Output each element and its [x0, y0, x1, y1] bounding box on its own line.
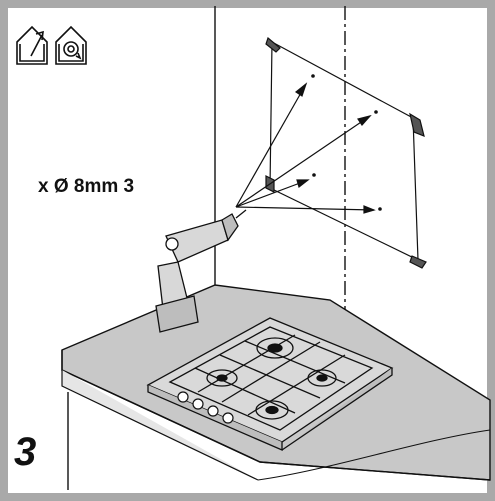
drill-instruction-label: x Ø 8mm 3: [38, 176, 135, 197]
worktop-edge: [61, 350, 491, 481]
worktop-cut: [257, 429, 491, 481]
house-exhaust-icon: [16, 25, 48, 65]
hob-knobs: [177, 391, 234, 424]
drilling-template: [265, 36, 427, 269]
step-number: 3: [14, 430, 37, 474]
house-recirculation-icon: [55, 25, 87, 65]
drill-icon: [155, 209, 247, 333]
drill-direction-arrows: [235, 82, 376, 214]
drill-hole-marks: [311, 74, 382, 211]
worktop-front: [61, 370, 259, 481]
